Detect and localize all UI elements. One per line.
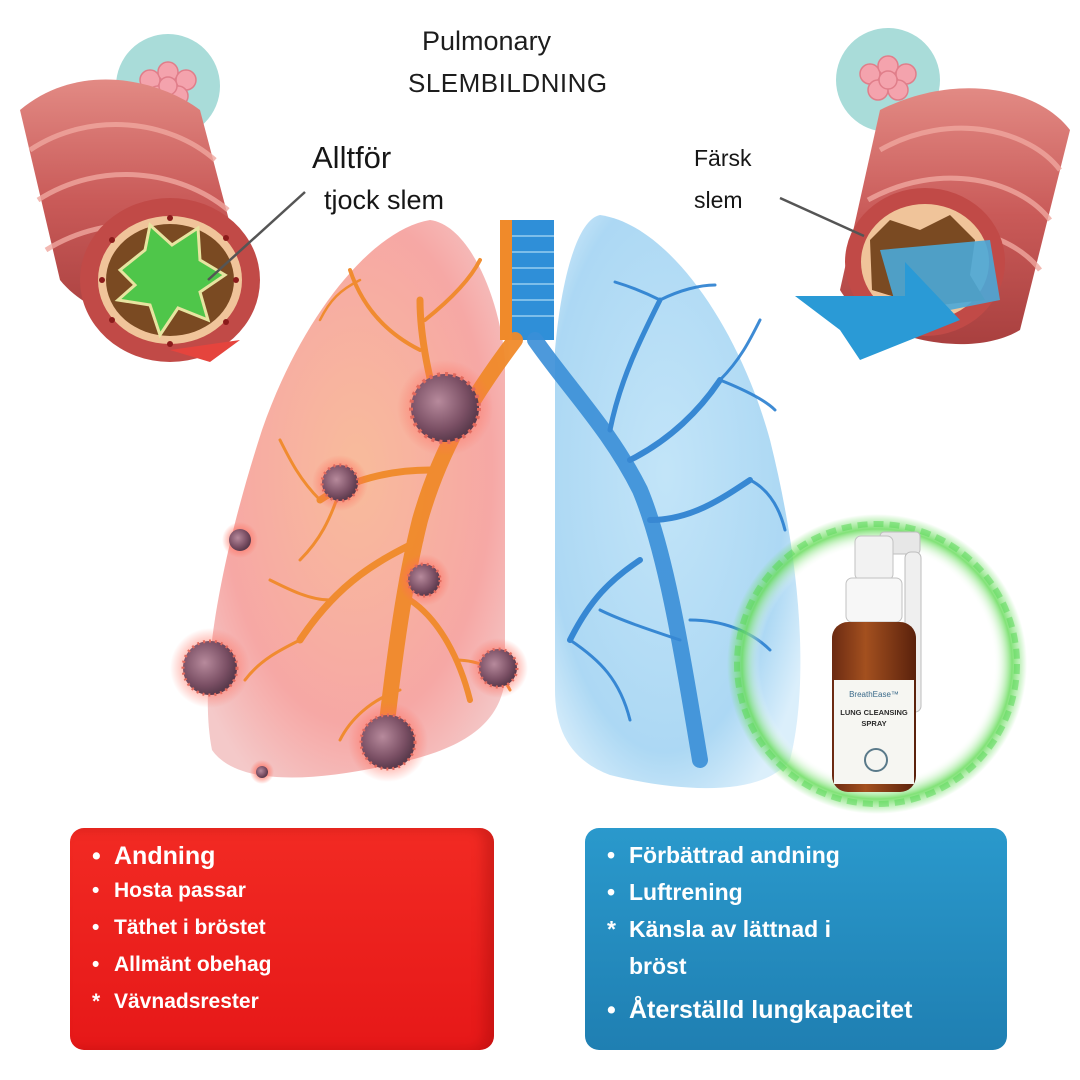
bullet-mark: *	[92, 990, 101, 1013]
product-seal-icon	[864, 748, 888, 772]
bullet-mark: •	[607, 842, 616, 868]
symptom-item: * Vävnadsrester	[92, 990, 494, 1027]
bullet-mark: *	[607, 916, 616, 942]
bullet-mark: •	[92, 953, 100, 976]
benefit-item-continued: bröst	[607, 953, 1007, 990]
header-line-2: SLEMBILDNING	[408, 68, 608, 98]
product-name-line2: SPRAY	[861, 719, 887, 728]
airway-thick-mucus	[20, 34, 306, 362]
header-line-1: Pulmonary	[422, 26, 552, 56]
label-too-thick-line2: tjock slem	[324, 185, 445, 215]
bullet-mark: •	[607, 996, 616, 1024]
symptom-text: Hosta passar	[114, 879, 246, 902]
symptom-item: • Allmänt obehag	[92, 953, 494, 990]
spray-bottle-aura	[727, 514, 1027, 814]
benefit-text: Luftrening	[629, 879, 743, 905]
label-fresh-line1: Färsk	[694, 145, 752, 171]
airway-fresh-mucus	[779, 28, 1070, 360]
label-too-thick-line1: Alltför	[312, 140, 392, 175]
symptom-text: Täthet i bröstet	[114, 916, 266, 939]
label-fresh-line2: slem	[694, 187, 743, 213]
benefit-item: • Förbättrad andning	[607, 842, 1007, 879]
benefit-text: bröst	[629, 953, 687, 979]
benefit-item: • Luftrening	[607, 879, 1007, 916]
symptoms-panel: • Andning • Hosta passar • Täthet i brös…	[70, 828, 494, 1050]
benefit-item: • Återställd lungkapacitet	[607, 996, 1007, 1033]
symptom-text: Andning	[114, 842, 216, 870]
benefit-text: Känsla av lättnad i	[629, 916, 831, 942]
lung-illustration	[20, 28, 1070, 814]
benefit-item: * Känsla av lättnad i	[607, 916, 1007, 953]
symptom-item: • Hosta passar	[92, 879, 494, 916]
symptom-item: • Andning	[92, 842, 494, 879]
symptom-text: Vävnadsrester	[114, 990, 259, 1013]
benefit-text: Återställd lungkapacitet	[629, 996, 913, 1024]
benefit-text: Förbättrad andning	[629, 842, 840, 868]
symptom-item: • Täthet i bröstet	[92, 916, 494, 953]
trachea-right	[512, 220, 554, 340]
product-brand: BreathEase™	[849, 690, 899, 699]
bullet-mark: •	[92, 842, 101, 870]
viruses	[170, 360, 528, 784]
bullet-mark: •	[92, 879, 100, 902]
benefits-panel: • Förbättrad andning • Luftrening * Käns…	[585, 828, 1007, 1050]
bullet-mark: •	[607, 879, 616, 905]
bullet-mark: •	[92, 916, 100, 939]
product-name-line1: LUNG CLEANSING	[840, 708, 908, 717]
symptom-text: Allmänt obehag	[114, 953, 272, 976]
